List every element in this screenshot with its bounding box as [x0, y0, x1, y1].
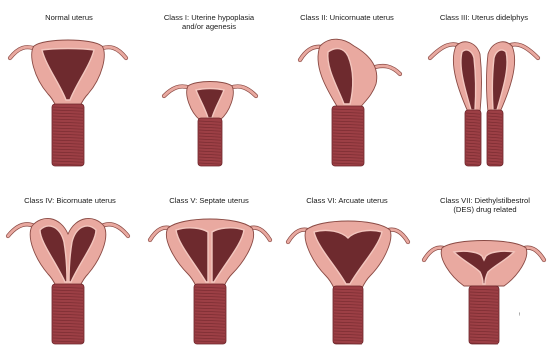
caption-normal: Normal uterus	[8, 13, 130, 22]
caption-class-2: Class II: Unicornuate uterus	[282, 13, 412, 22]
illustration-class-5-septate	[146, 206, 274, 344]
caption-class-6: Class VI: Arcuate uterus	[282, 196, 412, 205]
illustration-class-4-bicornuate	[4, 206, 132, 344]
illustration-normal-uterus	[4, 28, 132, 166]
caption-class-4: Class IV: Bicornuate uterus	[4, 196, 136, 205]
illustration-class-6-arcuate	[284, 206, 412, 344]
caption-class-3: Class III: Uterus didelphys	[420, 13, 548, 22]
illustration-class-1-hypoplasia	[146, 28, 274, 166]
artist-signature-image: ~	[517, 312, 523, 316]
illustration-class-2-unicornuate	[284, 28, 412, 166]
illustration-class-7-des	[420, 206, 548, 344]
caption-class-5: Class V: Septate uterus	[144, 196, 274, 205]
illustration-class-3-didelphys	[420, 28, 548, 166]
